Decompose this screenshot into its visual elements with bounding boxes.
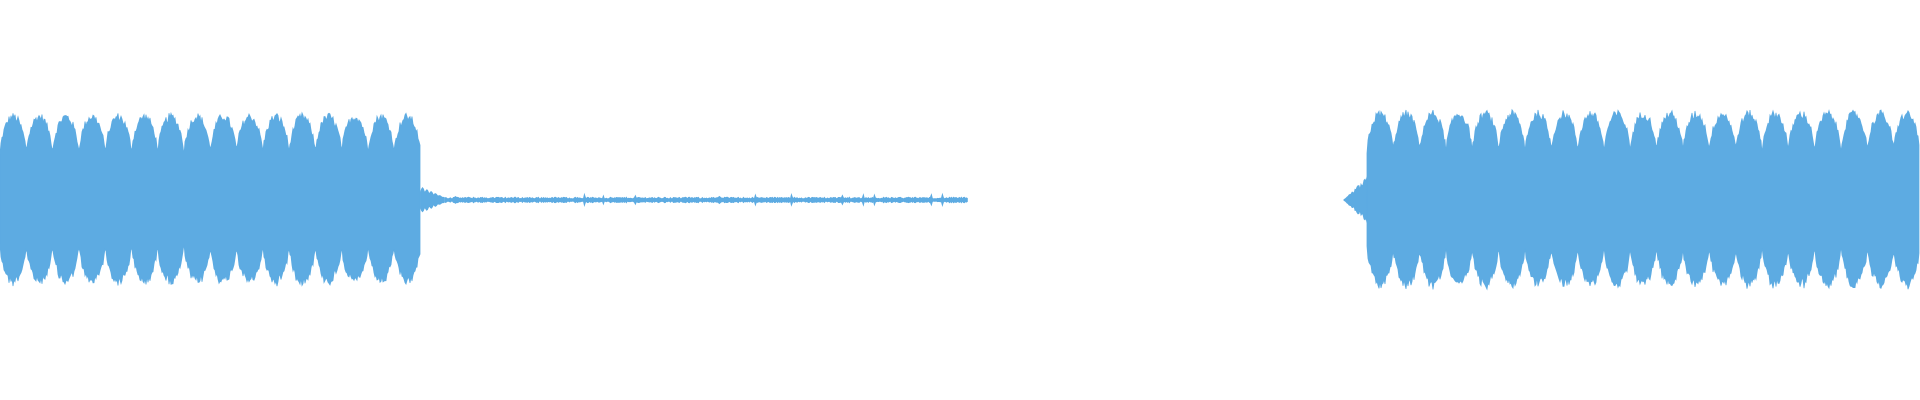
segment-1-active — [0, 111, 421, 287]
segment-3-noise-floor — [445, 192, 968, 208]
segment-6-active — [1366, 108, 1920, 291]
waveform-trace — [0, 108, 1920, 291]
segment-2-decay — [420, 187, 445, 213]
segment-5-onset — [1343, 176, 1368, 223]
